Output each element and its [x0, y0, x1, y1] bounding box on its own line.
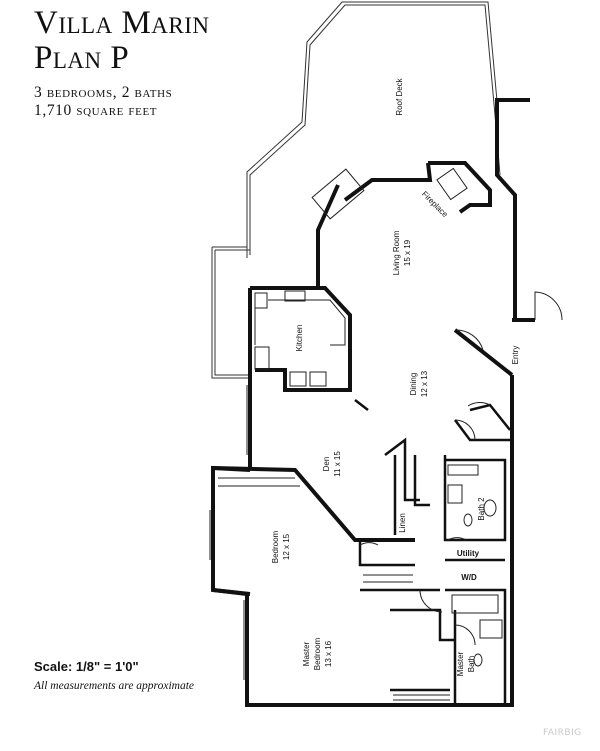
room-label-wd: W/D [461, 573, 477, 582]
title-block: Villa Marin Plan P 3 bedrooms, 2 baths 1… [34, 6, 210, 120]
room-dims-den: 11 x 15 [333, 451, 342, 477]
watermark-logo: FAIRBIG [543, 728, 582, 738]
door-swings [359, 291, 563, 646]
room-label-roof-deck: Roof Deck [395, 77, 404, 115]
square-footage: 1,710 square feet [34, 102, 158, 119]
interior-walls [354, 399, 511, 705]
room-dims-dining: 12 x 13 [420, 370, 429, 397]
room-label-linen: Linen [398, 513, 407, 533]
room-label-kitchen: Kitchen [295, 325, 304, 352]
room-label-dining: Dining [409, 373, 418, 396]
room-label-master-bath-2: Bath [467, 656, 476, 672]
room-label-bedroom: Bedroom [271, 530, 280, 563]
plan-title: Villa Marin [34, 5, 210, 41]
room-dims-bedroom: 12 x 15 [282, 533, 291, 560]
fixtures [209, 167, 503, 701]
room-label-master-bedroom-1: Master [302, 641, 311, 666]
roof-deck-outline [211, 1, 501, 379]
room-label-fireplace: Fireplace [420, 189, 450, 219]
bed-bath-count: 3 bedrooms, 2 baths [34, 84, 173, 101]
room-label-living-room: Living Room [392, 230, 401, 275]
room-label-utility: Utility [457, 549, 480, 558]
room-dims-master-bedroom: 13 x 16 [324, 640, 333, 667]
room-label-bath-2: Bath 2 [477, 497, 486, 521]
room-label-master-bedroom-2: Bedroom [313, 637, 322, 670]
room-label-den: Den [322, 457, 331, 472]
exterior-walls [211, 98, 535, 707]
room-label-master-bath-1: Master [456, 651, 465, 676]
room-dims-living-room: 15 x 19 [403, 239, 412, 266]
room-label-entry: Entry [511, 346, 520, 365]
plan-subtitle: Plan P [34, 40, 130, 76]
approximate-note: All measurements are approximate [34, 680, 195, 692]
scale-label: Scale: 1/8" = 1'0" [34, 659, 139, 674]
